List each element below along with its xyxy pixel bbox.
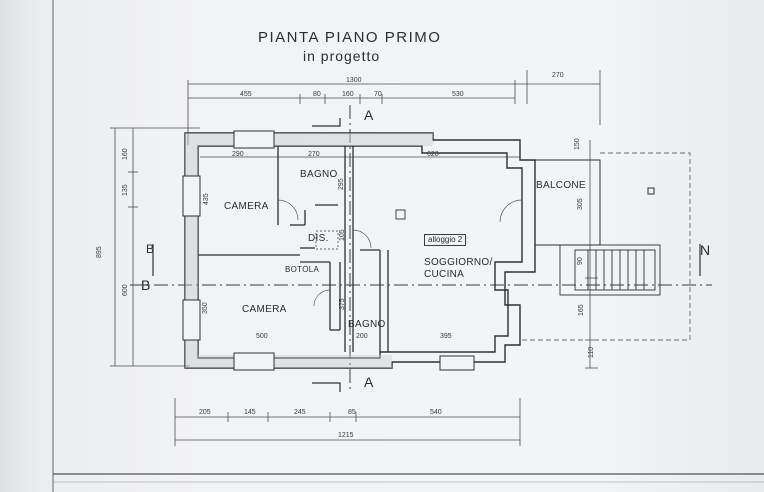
room-soggiorno: SOGGIORNO/ <box>424 257 493 268</box>
dim-inner-top-2: 270 <box>308 151 320 158</box>
room-camera-bottom: CAMERA <box>242 304 287 315</box>
section-a-top: A <box>364 107 374 123</box>
page-title: PIANTA PIANO PRIMO <box>258 29 442 46</box>
dim-inner-mid-1: 295 <box>338 178 345 190</box>
dim-left-seg-3: 600 <box>122 284 129 296</box>
dim-inner-bottom-2: 200 <box>356 333 368 340</box>
dim-bottom-seg-5: 540 <box>430 409 442 416</box>
dim-inner-bottom-1: 500 <box>256 333 268 340</box>
dim-top-seg-5: 530 <box>452 91 464 98</box>
room-bagno-bottom: BAGNO <box>348 319 386 330</box>
room-dis: DIS. <box>308 233 329 244</box>
dim-bottom-seg-3: 245 <box>294 409 306 416</box>
dim-bottom-seg-4: 85 <box>348 409 356 416</box>
dim-right-seg-1: 150 <box>574 138 581 150</box>
dim-bottom-seg-1: 205 <box>199 409 211 416</box>
section-b-left: B <box>141 277 151 293</box>
dim-top-seg-2: 80 <box>313 91 321 98</box>
unit-tag: alloggio 2 <box>424 234 467 246</box>
dim-right-seg-5: 110 <box>588 346 595 358</box>
dim-bottom-seg-2: 145 <box>244 409 256 416</box>
dim-right-seg-3: 90 <box>577 257 584 265</box>
dim-top-seg-3: 160 <box>342 91 354 98</box>
dim-inner-mid-2: 105 <box>339 229 346 241</box>
section-a-bottom: A <box>364 374 374 390</box>
dim-inner-left-1: 435 <box>203 193 210 205</box>
room-cucina: CUCINA <box>424 269 465 280</box>
dim-inner-top-1: 290 <box>232 151 244 158</box>
dim-inner-top-3: 620 <box>427 151 439 158</box>
room-botola: BOTOLA <box>285 265 320 274</box>
dim-inner-left-2: 350 <box>202 302 209 314</box>
dim-right-seg-2: 305 <box>577 198 584 210</box>
page-subtitle: in progetto <box>303 48 381 64</box>
dim-top-seg-1: 455 <box>240 91 252 98</box>
dim-inner-bottom-3: 395 <box>440 333 452 340</box>
section-b-arrow-left: B <box>146 242 155 256</box>
dim-right-seg-4: 165 <box>578 304 585 316</box>
dim-top-seg-4: 70 <box>374 91 382 98</box>
room-balcone: BALCONE <box>536 180 586 191</box>
dim-inner-mid-3: 375 <box>339 298 346 310</box>
room-bagno-top: BAGNO <box>300 169 338 180</box>
dim-left-seg-2: 135 <box>122 184 129 196</box>
dim-top-total: 1300 <box>346 77 362 84</box>
dim-left-seg-1: 160 <box>122 148 129 160</box>
room-camera-top: CAMERA <box>224 201 269 212</box>
section-b-right: N <box>700 242 711 258</box>
dim-top-balcony: 270 <box>552 72 564 79</box>
dim-bottom-total: 1215 <box>338 432 354 439</box>
dim-left-total: 895 <box>96 246 103 258</box>
